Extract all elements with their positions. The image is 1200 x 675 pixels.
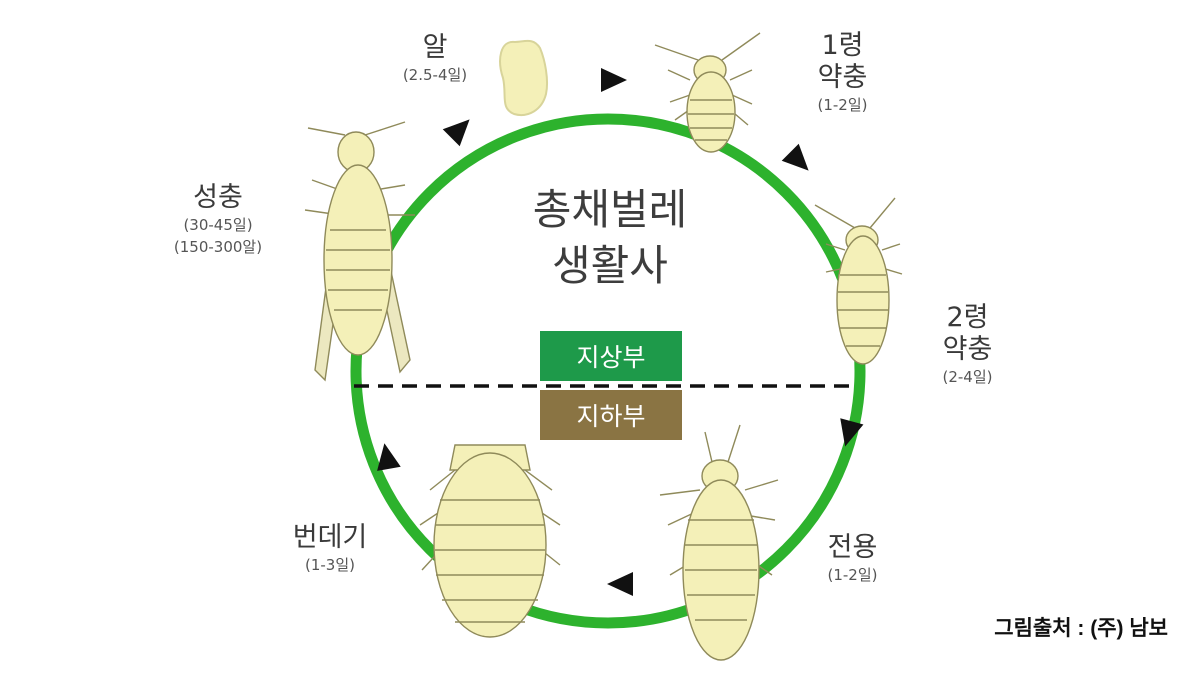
cycle-ring bbox=[350, 113, 866, 629]
title-line-1: 총채벌레 bbox=[532, 185, 688, 234]
stage-prepupa-label: 전용 (1-2일) bbox=[827, 532, 878, 584]
adult-illustration bbox=[304, 121, 415, 382]
egg-illustration bbox=[499, 39, 549, 116]
stage-pupa-label: 번데기 (1-3일) bbox=[292, 522, 368, 574]
stage-second-instar-label: 2령 약충 (2-4일) bbox=[942, 302, 993, 386]
image-credit: 그림출처 : (주) 남보 bbox=[994, 617, 1168, 640]
stage-adult-label: 성충 (30-45일) (150-300알) bbox=[173, 182, 263, 256]
stage-first-instar-label: 1령 약충 (1-2일) bbox=[817, 30, 868, 114]
diagram-title: 총채벌레 생활사 bbox=[480, 182, 740, 294]
prepupa-illustration bbox=[659, 424, 779, 661]
above-ground-box: 지상부 bbox=[540, 331, 682, 381]
stage-egg-label: 알 (2.5-4일) bbox=[402, 32, 468, 84]
pupa-illustration bbox=[419, 444, 561, 638]
below-ground-box: 지하부 bbox=[540, 390, 682, 440]
first-instar-illustration bbox=[654, 32, 761, 153]
arrow-head bbox=[377, 443, 401, 471]
arrow-head bbox=[781, 143, 809, 171]
arrow-head bbox=[442, 119, 470, 147]
arrow-head bbox=[601, 68, 627, 92]
arrow-head bbox=[840, 418, 864, 447]
title-line-2: 생활사 bbox=[552, 241, 668, 290]
second-instar-illustration bbox=[814, 197, 903, 365]
arrow-head bbox=[607, 572, 633, 596]
